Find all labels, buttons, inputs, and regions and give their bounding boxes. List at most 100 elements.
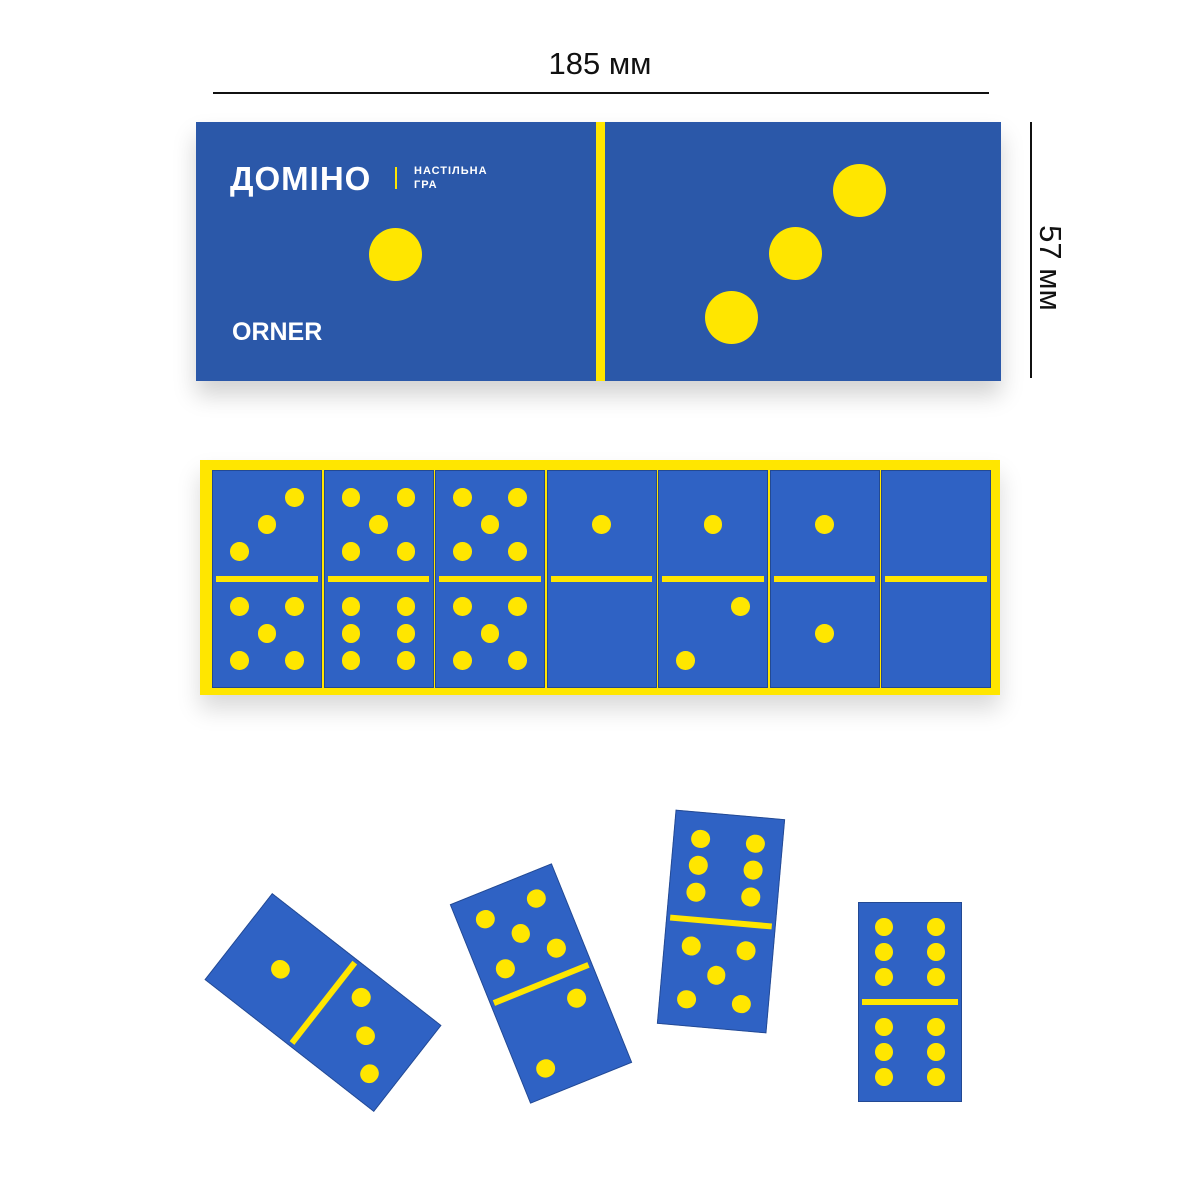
brand-logo: ORNER xyxy=(232,318,323,346)
tile-pip xyxy=(230,596,249,616)
tile-pip xyxy=(453,596,472,616)
tile-pip xyxy=(927,968,945,986)
tile-pip xyxy=(731,994,752,1015)
tile-pip xyxy=(352,1022,379,1049)
tile-pip xyxy=(731,596,750,616)
tile-pip xyxy=(740,886,761,908)
title-separator xyxy=(395,167,397,189)
tile-pip xyxy=(681,935,702,956)
subtitle-line2: ГРА xyxy=(414,179,438,191)
tile-pip xyxy=(564,985,589,1011)
tile-pip xyxy=(230,651,249,671)
tile-pip xyxy=(341,596,361,616)
tile-pip xyxy=(706,964,727,986)
tile-pip xyxy=(453,487,472,507)
tray-domino xyxy=(658,470,768,688)
tile-pip xyxy=(257,515,277,534)
tile-pip xyxy=(676,989,697,1010)
tile-pip xyxy=(396,542,416,562)
tile-pip xyxy=(875,968,893,986)
tile-divider xyxy=(862,999,958,1005)
tile-pip xyxy=(480,624,500,643)
box-pip xyxy=(833,164,886,217)
tile-pip xyxy=(927,1018,945,1036)
tile-pip xyxy=(927,943,945,961)
tile-divider xyxy=(662,576,764,582)
tile-pip xyxy=(875,943,893,961)
tile-pip xyxy=(396,651,416,671)
tile-pip xyxy=(267,956,294,983)
tile-pip xyxy=(508,542,527,562)
tray-domino xyxy=(435,470,545,688)
tile-pip xyxy=(544,936,569,961)
tile-pip xyxy=(690,828,711,849)
box-title: ДОМІНО xyxy=(230,160,372,197)
box-pip xyxy=(769,227,822,280)
loose-domino xyxy=(858,902,962,1102)
tile-pip xyxy=(396,596,416,616)
loose-domino xyxy=(656,809,786,1034)
tile-pip xyxy=(508,651,527,671)
tile-pip xyxy=(508,596,527,616)
tile-pip xyxy=(285,651,304,671)
tile-pip xyxy=(745,833,766,854)
height-dimension-label: 57 мм xyxy=(1033,225,1068,311)
box-pip xyxy=(705,291,758,344)
tile-pip xyxy=(396,487,416,507)
tile-pip xyxy=(285,487,304,507)
tile-pip xyxy=(927,1043,945,1061)
tile-pip xyxy=(285,596,304,616)
tile-pip xyxy=(347,984,375,1011)
tile-divider xyxy=(216,576,318,582)
tile-pip xyxy=(341,624,361,643)
tile-pip xyxy=(524,886,549,911)
tile-pip xyxy=(875,1043,893,1061)
tile-pip xyxy=(230,542,249,562)
tile-pip xyxy=(815,515,834,534)
tile-pip xyxy=(703,515,723,534)
tile-divider xyxy=(773,576,876,582)
tile-pip xyxy=(341,651,361,671)
tile-pip xyxy=(473,906,498,932)
tray-domino xyxy=(881,470,991,688)
game-box-lid: ДОМІНО НАСТІЛЬНА ГРА ORNER xyxy=(196,122,1001,381)
tile-pip xyxy=(533,1056,558,1081)
tile-pip xyxy=(396,624,416,643)
tile-pip xyxy=(927,918,945,936)
tile-pip xyxy=(453,542,472,562)
tile-divider xyxy=(670,914,772,929)
box-subtitle: НАСТІЛЬНА ГРА xyxy=(414,164,488,192)
tile-divider xyxy=(327,576,430,582)
tile-pip xyxy=(875,1068,893,1086)
tile-pip xyxy=(356,1060,383,1087)
tile-pip xyxy=(815,624,834,643)
tile-pip xyxy=(592,515,611,534)
tile-pip xyxy=(480,515,500,534)
tile-pip xyxy=(685,882,707,903)
subtitle-line1: НАСТІЛЬНА xyxy=(414,165,488,177)
tile-divider xyxy=(550,576,653,582)
tile-pip xyxy=(742,860,764,881)
tile-pip xyxy=(493,956,518,982)
tray-domino xyxy=(323,470,434,688)
width-dimension-line xyxy=(213,92,989,94)
tile-divider xyxy=(439,576,541,582)
box-pip xyxy=(369,228,422,281)
tile-pip xyxy=(875,1018,893,1036)
tray-domino xyxy=(212,470,322,688)
tray-domino xyxy=(546,470,657,688)
tile-pip xyxy=(688,855,709,876)
loose-domino xyxy=(204,892,442,1113)
tile-pip xyxy=(508,487,527,507)
tile-pip xyxy=(508,921,534,946)
tile-divider xyxy=(289,960,357,1045)
tile-pip xyxy=(453,651,472,671)
tile-pip xyxy=(257,624,277,643)
tile-pip xyxy=(875,918,893,936)
tile-pip xyxy=(676,651,695,671)
tile-divider xyxy=(885,576,987,582)
tile-pip xyxy=(927,1068,945,1086)
tray-domino xyxy=(769,470,880,688)
height-dimension-line xyxy=(1030,122,1032,378)
box-divider xyxy=(596,122,605,381)
